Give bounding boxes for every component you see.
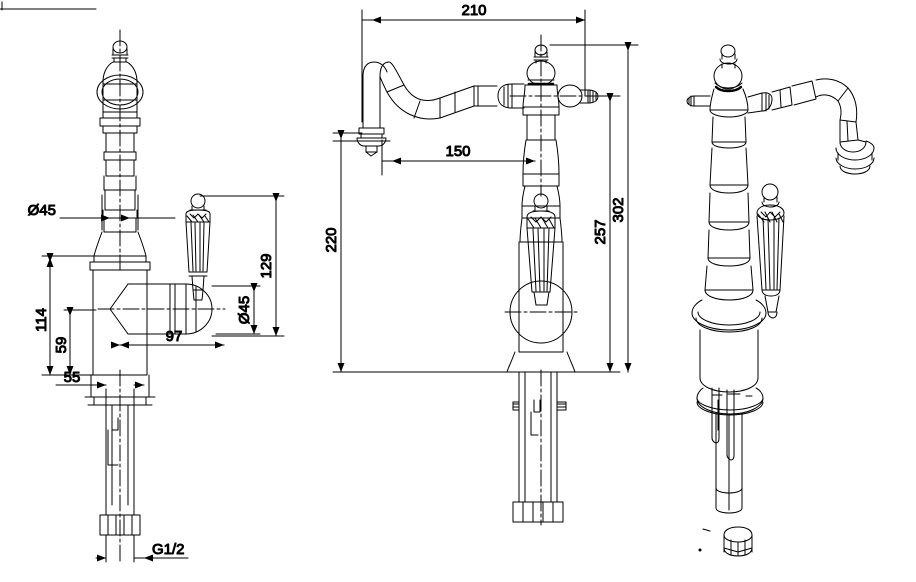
lever-handle-front <box>526 193 556 306</box>
dimension-97: 97 <box>111 328 225 349</box>
dimension-label-257: 257 <box>592 219 609 244</box>
spout-arm-iso <box>747 78 875 175</box>
dimension-220: 220 <box>323 130 506 373</box>
shroud-iso <box>691 265 767 393</box>
dimension-257: 257 <box>562 93 621 373</box>
dimension-label-97: 97 <box>166 328 183 345</box>
lever-handle-iso <box>756 183 785 319</box>
dimension-label-59: 59 <box>53 337 70 354</box>
finial-top-front <box>533 44 549 64</box>
left-endcap-iso <box>686 95 711 107</box>
mounting-stem-front <box>509 34 613 526</box>
dimension-label-dia45-top: Ø45 <box>28 202 56 219</box>
dimension-59: 59 <box>53 307 97 376</box>
spout-arm-front <box>356 61 525 157</box>
isometric-view-right <box>686 44 875 557</box>
dimension-302: 302 <box>549 42 639 373</box>
sphere-iso <box>713 62 743 93</box>
dimension-114: 114 <box>33 253 97 376</box>
dimension-dia45-handle: Ø45 <box>211 283 261 335</box>
sheet-corner-mark <box>0 1 97 11</box>
dimension-label-g12: G1/2 <box>152 541 185 558</box>
dimension-g12: G1/2 <box>95 541 189 563</box>
cartridge-block-front <box>504 241 579 353</box>
dimension-label-55: 55 <box>64 369 81 386</box>
valve-shoulder-iso <box>709 88 749 118</box>
front-view-middle: 210 150 220 257 <box>323 2 639 526</box>
mounting-washer-iso <box>696 387 764 416</box>
base-flange-front <box>504 351 578 373</box>
spout-side <box>97 283 226 335</box>
side-view-left: Ø45 114 59 55 <box>27 29 285 563</box>
dimension-label-129: 129 <box>258 253 275 278</box>
lever-handle <box>185 193 211 301</box>
dimension-129: 129 <box>199 193 285 337</box>
dimension-label-220: 220 <box>323 227 340 252</box>
mounting-stem <box>84 29 156 563</box>
dimension-210: 210 <box>361 2 586 123</box>
dimension-label-302: 302 <box>610 197 627 222</box>
dimension-label-210: 210 <box>461 2 486 19</box>
threaded-studs-iso <box>711 387 735 461</box>
column-iso <box>707 116 751 267</box>
dimension-label-114: 114 <box>33 308 50 332</box>
dimension-150: 150 <box>332 139 536 176</box>
dimension-label-150: 150 <box>445 143 470 160</box>
dimension-label-dia45-handle: Ø45 <box>236 296 253 324</box>
stem-nut-iso <box>698 413 753 557</box>
dimension-dia45-top-left: Ø45 <box>27 194 176 231</box>
dimension-55: 55 <box>55 369 145 413</box>
